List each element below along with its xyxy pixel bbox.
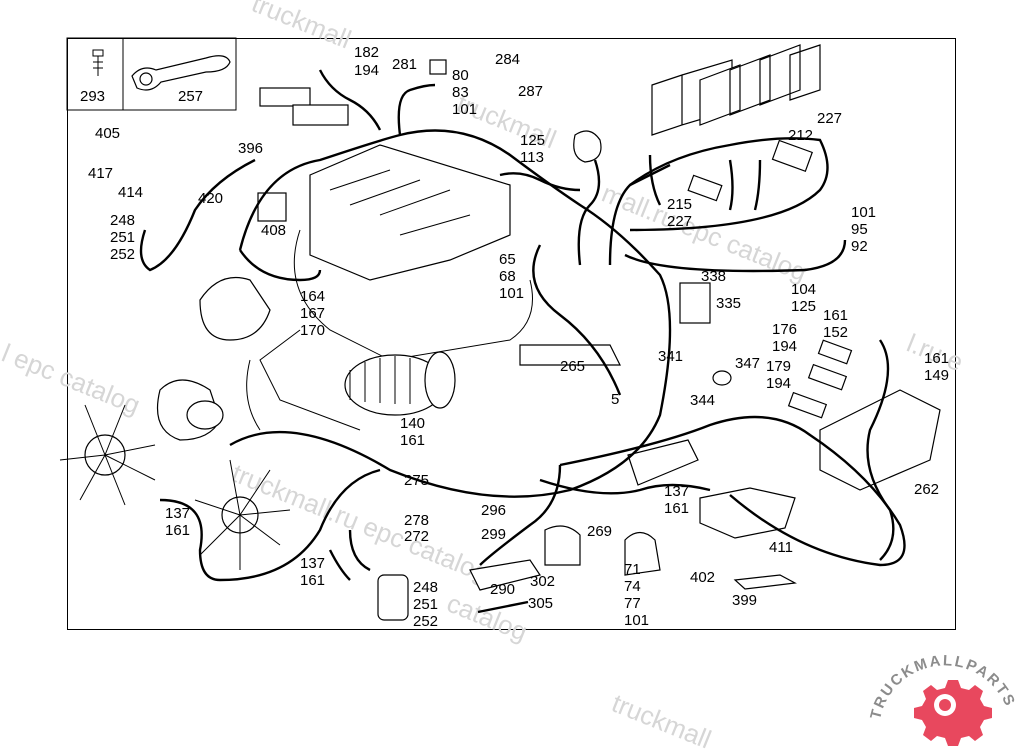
callout-137c: 137 bbox=[300, 555, 325, 572]
callout-251b: 251 bbox=[413, 596, 438, 613]
callout-344: 344 bbox=[690, 392, 715, 409]
callout-161d: 161 bbox=[664, 500, 689, 517]
callout-104: 104 bbox=[791, 281, 816, 298]
callout-414: 414 bbox=[118, 184, 143, 201]
callout-149: 149 bbox=[924, 367, 949, 384]
callout-161: 161 bbox=[823, 307, 848, 324]
callout-95: 95 bbox=[851, 221, 868, 238]
callout-194: 194 bbox=[354, 62, 379, 79]
callout-296: 296 bbox=[481, 502, 506, 519]
callout-140: 140 bbox=[400, 415, 425, 432]
callout-408: 408 bbox=[261, 222, 286, 239]
callout-71: 71 bbox=[624, 561, 641, 578]
callout-161f: 161 bbox=[300, 572, 325, 589]
callout-248: 248 bbox=[110, 212, 135, 229]
callout-299: 299 bbox=[481, 526, 506, 543]
callout-77: 77 bbox=[624, 595, 641, 612]
callout-227: 227 bbox=[817, 110, 842, 127]
callout-293: 293 bbox=[80, 88, 105, 105]
callout-161b: 161 bbox=[924, 350, 949, 367]
callout-290: 290 bbox=[490, 581, 515, 598]
callout-194c: 194 bbox=[766, 375, 791, 392]
callout-396: 396 bbox=[238, 140, 263, 157]
callout-113: 113 bbox=[520, 149, 544, 166]
gear-icon bbox=[914, 680, 992, 746]
watermark-text: l epc catalog bbox=[0, 338, 144, 421]
callout-262: 262 bbox=[914, 481, 939, 498]
truckmallparts-logo: TRUCKMALLPARTS bbox=[867, 652, 1017, 746]
callout-101: 101 bbox=[452, 101, 477, 118]
callout-278: 278 bbox=[404, 512, 429, 529]
callout-265: 265 bbox=[560, 358, 585, 375]
watermark-text: truckmall bbox=[608, 688, 716, 750]
callout-287: 287 bbox=[518, 83, 543, 100]
callout-248b: 248 bbox=[413, 579, 438, 596]
callout-302: 302 bbox=[530, 573, 555, 590]
callout-179: 179 bbox=[766, 358, 791, 375]
callout-275: 275 bbox=[404, 472, 429, 489]
callout-417: 417 bbox=[88, 165, 113, 182]
callout-125b: 125 bbox=[791, 298, 816, 315]
callout-341: 341 bbox=[658, 348, 683, 365]
callout-101b: 101 bbox=[851, 204, 876, 221]
callout-125: 125 bbox=[520, 132, 545, 149]
callout-411: 411 bbox=[769, 539, 793, 556]
callout-101d: 101 bbox=[624, 612, 649, 629]
callout-176: 176 bbox=[772, 321, 797, 338]
callout-164: 164 bbox=[300, 288, 325, 305]
callout-167: 167 bbox=[300, 305, 325, 322]
callout-170: 170 bbox=[300, 322, 325, 339]
callout-269: 269 bbox=[587, 523, 612, 540]
callout-182: 182 bbox=[354, 44, 379, 61]
callout-402: 402 bbox=[690, 569, 715, 586]
callout-305: 305 bbox=[528, 595, 553, 612]
callout-5: 5 bbox=[611, 391, 619, 408]
callout-251: 251 bbox=[110, 229, 135, 246]
callout-65: 65 bbox=[499, 251, 516, 268]
callout-284: 284 bbox=[495, 51, 520, 68]
callout-257: 257 bbox=[178, 88, 203, 105]
callout-80: 80 bbox=[452, 67, 469, 84]
fans bbox=[59, 379, 291, 570]
callout-399: 399 bbox=[732, 592, 757, 609]
callout-252: 252 bbox=[110, 246, 135, 263]
callout-68: 68 bbox=[499, 268, 516, 285]
callout-252b: 252 bbox=[413, 613, 438, 630]
watermark-text: truckmall bbox=[248, 0, 356, 55]
wire-harness bbox=[139, 69, 906, 582]
callout-194b: 194 bbox=[772, 338, 797, 355]
callout-161c: 161 bbox=[400, 432, 425, 449]
control-units bbox=[651, 44, 821, 202]
engine-block bbox=[199, 144, 621, 431]
callout-137b: 137 bbox=[165, 505, 190, 522]
callout-83: 83 bbox=[452, 84, 469, 101]
callout-215: 215 bbox=[667, 196, 692, 213]
callout-152: 152 bbox=[823, 324, 848, 341]
callout-227b: 227 bbox=[667, 213, 692, 230]
watermark-text: catalog bbox=[443, 588, 532, 647]
callout-labels: 293 257 182 194 281 80 83 101 284 287 40… bbox=[80, 44, 949, 630]
callout-212: 212 bbox=[788, 127, 813, 144]
callout-92: 92 bbox=[851, 238, 868, 255]
callout-281: 281 bbox=[392, 56, 417, 73]
callout-272: 272 bbox=[404, 528, 429, 545]
diagram-frame bbox=[67, 38, 956, 630]
callout-338: 338 bbox=[701, 268, 726, 285]
callout-405: 405 bbox=[95, 125, 120, 142]
callout-335: 335 bbox=[716, 295, 741, 312]
callout-161e: 161 bbox=[165, 522, 190, 539]
inset-boxes bbox=[66, 37, 237, 111]
callout-420: 420 bbox=[198, 190, 223, 207]
callout-137: 137 bbox=[664, 483, 689, 500]
callout-347: 347 bbox=[735, 355, 760, 372]
callout-101c: 101 bbox=[499, 285, 524, 302]
callout-74: 74 bbox=[624, 578, 641, 595]
